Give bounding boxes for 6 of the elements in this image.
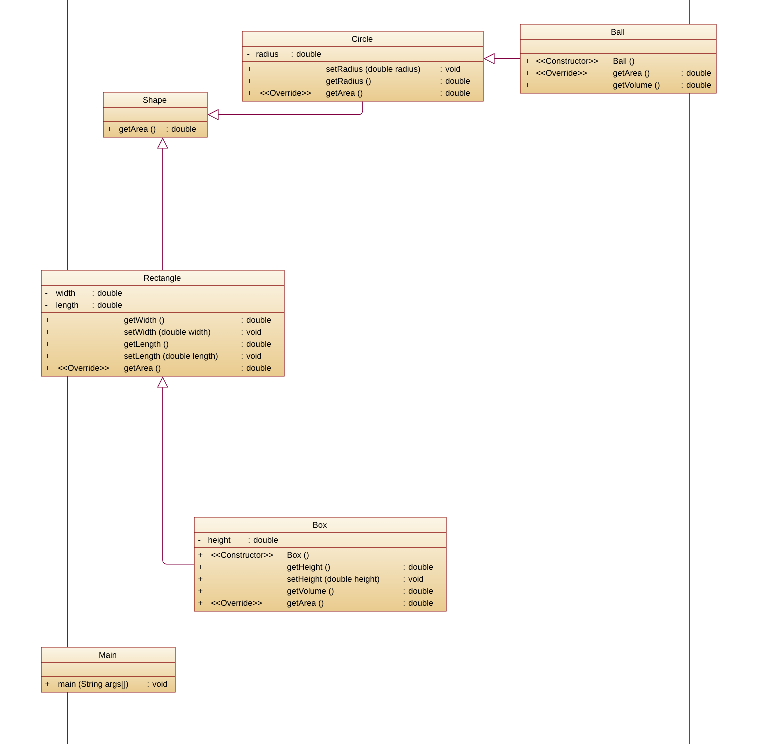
class-box: Box - height : double + <<Constructor>> Box () + getHeight () : double + setHeight (double height) : void + getVolume () : double + <<Override>> getArea () : double [194, 517, 447, 612]
class-box: Shape + getArea () : double [102, 92, 208, 138]
class-box: Rectangle - width : double - length : double + getWidth () : double + setWidth (double width) : void + getLength () : double + setLength (double length) : void + <<Override>> getArea () : double [40, 270, 285, 377]
class-box: Main + main (String args[]) : void [40, 647, 176, 693]
class-box: Circle - radius : double + setRadius (double radius) : void + getRadius () : double + <<Override>> getArea () : double [242, 31, 484, 102]
class-box: Ball + <<Constructor>> Ball () + <<Override>> getArea () : double + getVolume () : double [520, 24, 717, 94]
